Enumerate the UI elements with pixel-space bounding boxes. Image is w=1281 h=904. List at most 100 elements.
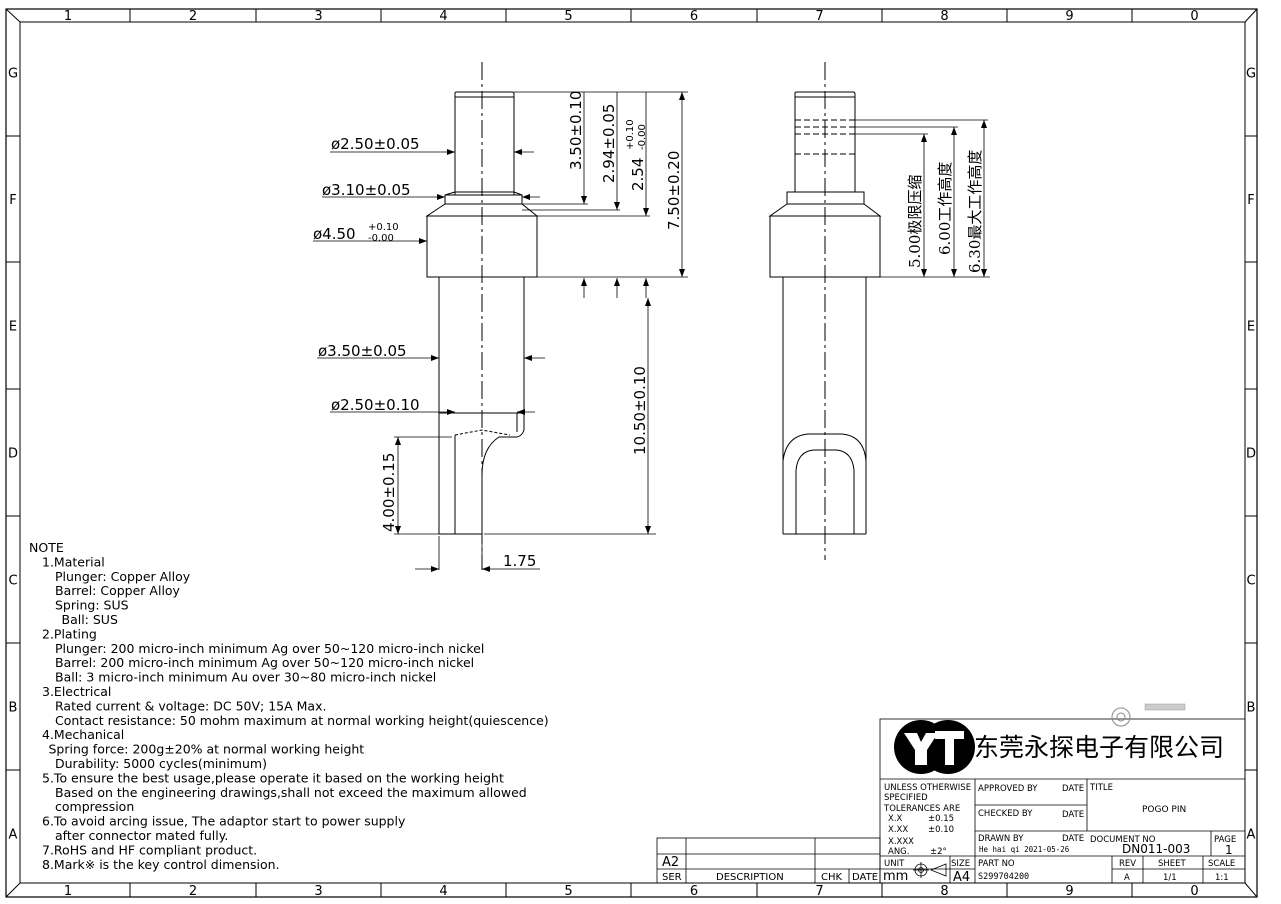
tb-unit: UNIT bbox=[884, 859, 905, 869]
revision-labels: A2 SER DESCRIPTION CHK DATE bbox=[662, 855, 878, 883]
tb-doc-no: DOCUMENT NO bbox=[1090, 835, 1156, 845]
dim-h630: 6.30最大工作高度 bbox=[966, 150, 984, 273]
right-view-dimension-labels: 5.00极限压缩 6.00工作高度 6.30最大工作高度 bbox=[906, 150, 984, 273]
column-label-bottom: 5 bbox=[564, 884, 572, 899]
note-line: Spring: SUS bbox=[55, 598, 129, 613]
pogo-pin-side-view bbox=[425, 62, 539, 570]
inner-frame bbox=[19, 21, 1246, 884]
tb-approved-date: DATE bbox=[1062, 784, 1084, 794]
tb-tolerances: TOLERANCES ARE bbox=[883, 804, 960, 814]
column-label-bottom: 3 bbox=[314, 884, 322, 899]
left-view-arrows bbox=[395, 92, 685, 572]
dim-len254: 2.54 bbox=[629, 158, 647, 191]
note-line: Plunger: 200 micro-inch minimum Ag over … bbox=[55, 641, 484, 656]
note-line: 6.To avoid arcing issue, The adaptor sta… bbox=[42, 814, 406, 829]
note-line: Barrel: Copper Alloy bbox=[55, 583, 181, 598]
note-line: 5.To ensure the best usage,please operat… bbox=[42, 770, 504, 785]
row-label-left: G bbox=[8, 67, 18, 82]
tb-checked: CHECKED BY bbox=[978, 809, 1033, 819]
row-label-right: B bbox=[1247, 701, 1256, 716]
dim-len350: 3.50±0.10 bbox=[567, 91, 585, 170]
column-label-top: 8 bbox=[940, 9, 948, 24]
column-label-top: 2 bbox=[189, 9, 197, 24]
row-label-left: D bbox=[8, 447, 18, 462]
tb-xxx-val: ±0.10 bbox=[928, 825, 954, 835]
row-label-right: D bbox=[1246, 447, 1256, 462]
note-line: Spring force: 200g±20% at normal working… bbox=[49, 742, 365, 757]
row-label-left: C bbox=[8, 574, 17, 589]
row-label-right: C bbox=[1246, 574, 1255, 589]
right-view-arrows bbox=[921, 120, 987, 277]
tb-ang-val: ±2° bbox=[930, 847, 947, 857]
tb-specified: SPECIFIED bbox=[884, 793, 928, 803]
column-label-bottom: 0 bbox=[1190, 884, 1198, 899]
note-line: Based on the engineering drawings,shall … bbox=[55, 785, 527, 800]
tb-size: SIZE bbox=[951, 859, 970, 869]
note-line: Plunger: Copper Alloy bbox=[55, 569, 191, 584]
rev-chk: CHK bbox=[821, 872, 843, 883]
column-label-top: 9 bbox=[1065, 9, 1073, 24]
note-line: 7.RoHS and HF compliant product. bbox=[42, 842, 257, 857]
tb-approved: APPROVED BY bbox=[978, 784, 1038, 794]
tb-sheet-val: 1/1 bbox=[1163, 873, 1177, 883]
row-label-left: E bbox=[9, 320, 17, 335]
row-label-right: A bbox=[1247, 828, 1256, 843]
company-logo-icon bbox=[894, 720, 975, 774]
tb-size-val: A4 bbox=[953, 870, 970, 885]
dim-len400: 4.00±0.15 bbox=[380, 453, 398, 532]
dim-h600: 6.00工作高度 bbox=[936, 162, 954, 255]
tb-page-val: 1 bbox=[1225, 843, 1233, 857]
column-label-bottom: 6 bbox=[690, 884, 698, 899]
note-line: 3.Electrical bbox=[42, 684, 111, 699]
row-label-left: F bbox=[9, 193, 16, 208]
left-view-dimension-labels: ø2.50±0.05 ø3.10±0.05 ø4.50 +0.10 -0.00 … bbox=[313, 91, 683, 570]
tb-xxx: X.XX bbox=[888, 825, 908, 835]
tb-rev-val: A bbox=[1124, 873, 1130, 883]
note-line: 8.Mark※ is the key control dimension. bbox=[42, 857, 280, 872]
row-label-right: G bbox=[1246, 67, 1256, 82]
tb-scale-val: 1:1 bbox=[1215, 873, 1229, 883]
note-line: Rated current & voltage: DC 50V; 15A Max… bbox=[55, 698, 326, 713]
tb-title-val: POGO PIN bbox=[1142, 805, 1186, 815]
stamp-icon bbox=[1111, 703, 1186, 727]
tb-unit-val: mm bbox=[883, 869, 908, 884]
tb-xx: X.X bbox=[888, 814, 903, 824]
rev-date: DATE bbox=[852, 872, 878, 883]
dim-w175: 1.75 bbox=[503, 552, 536, 570]
tb-rev: REV bbox=[1119, 859, 1136, 869]
projection-symbol-icon bbox=[913, 862, 947, 878]
tb-scale: SCALE bbox=[1208, 859, 1235, 869]
note-line: Ball: SUS bbox=[62, 612, 118, 627]
column-label-bottom: 2 bbox=[189, 884, 197, 899]
company-name: 东莞永探电子有限公司 bbox=[974, 733, 1224, 762]
rev-ser: SER bbox=[662, 872, 682, 883]
note-line: Barrel: 200 micro-inch minimum Ag over 5… bbox=[55, 655, 474, 670]
dim-d450-tol-lo: -0.00 bbox=[368, 233, 394, 244]
dim-d250-top: ø2.50±0.05 bbox=[331, 135, 420, 153]
column-label-bottom: 1 bbox=[64, 884, 72, 899]
note-line: 1.Material bbox=[42, 554, 105, 569]
rev-description: DESCRIPTION bbox=[716, 872, 784, 883]
note-line: Ball: 3 micro-inch minimum Au over 30~80… bbox=[55, 670, 436, 685]
title-block bbox=[879, 718, 1246, 884]
dim-d250-low: ø2.50±0.10 bbox=[331, 396, 420, 414]
column-label-bottom: 7 bbox=[815, 884, 823, 899]
tb-xx-val: ±0.15 bbox=[928, 814, 954, 824]
dim-len254-tol-up: +0.10 bbox=[625, 119, 636, 150]
tb-page: PAGE bbox=[1214, 835, 1236, 845]
dim-d450-tol-up: +0.10 bbox=[368, 222, 399, 233]
column-label-top: 0 bbox=[1190, 9, 1198, 24]
column-label-top: 5 bbox=[564, 9, 572, 24]
column-label-top: 7 bbox=[815, 9, 823, 24]
tb-checked-date: DATE bbox=[1062, 810, 1084, 820]
column-label-top: 4 bbox=[439, 9, 447, 24]
note-line: 2.Plating bbox=[42, 626, 97, 641]
column-label-top: 6 bbox=[690, 9, 698, 24]
tb-drawn: DRAWN BY bbox=[978, 834, 1024, 844]
tb-title-label: TITLE bbox=[1089, 783, 1113, 793]
right-view-dimension-lines bbox=[855, 119, 990, 278]
note-line: after connector mated fully. bbox=[55, 828, 228, 843]
row-label-right: F bbox=[1247, 193, 1254, 208]
